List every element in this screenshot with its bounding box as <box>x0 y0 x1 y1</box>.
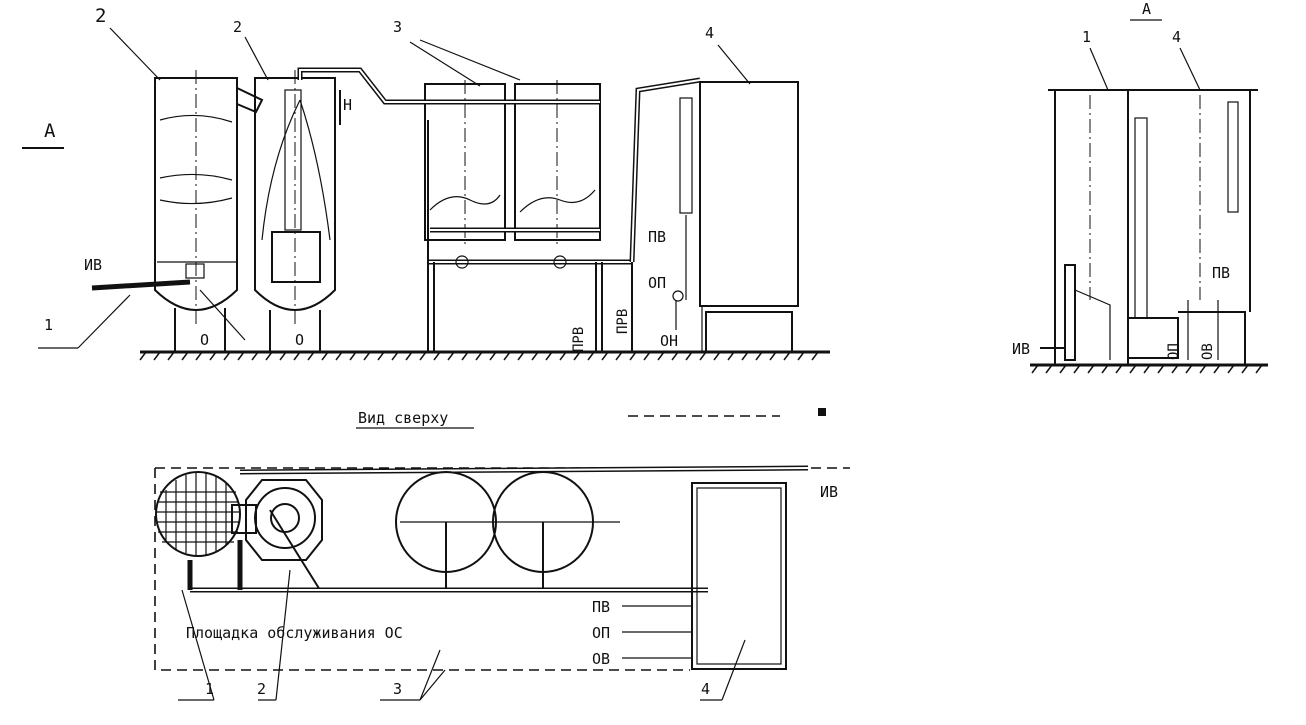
top-label-iv: ИВ <box>820 483 838 501</box>
tank-1 <box>154 70 246 352</box>
top-callout-1: 1 <box>205 680 214 698</box>
top-view-title: Вид сверху <box>358 409 448 427</box>
tank-2 <box>254 70 336 352</box>
top-tank-2 <box>245 479 323 591</box>
label-on: ОН <box>660 332 678 350</box>
view-arrow-label: А <box>44 120 56 142</box>
label-prv-1: ПРВ <box>571 327 587 352</box>
callout-2: 2 <box>233 18 242 36</box>
dot-mark <box>818 408 826 416</box>
top-label-op: ОП <box>592 624 610 642</box>
callout-2-big: 2 <box>95 5 106 27</box>
filters-3 <box>420 80 632 352</box>
top-label-pv: ПВ <box>592 598 610 616</box>
label-pv: ПВ <box>648 228 666 246</box>
riser-pipe <box>629 77 701 352</box>
label-o-left: О <box>200 331 209 349</box>
front-ground <box>139 350 830 361</box>
top-filters-3 <box>395 471 620 590</box>
front-view: 2 2 3 4 А ИВ 1 О О Н ПВ ОП ОН ПРВ ПРВ <box>22 5 830 361</box>
callout-1: 1 <box>44 316 53 334</box>
duct-1-2 <box>236 87 264 114</box>
side-callout-1: 1 <box>1082 28 1091 46</box>
top-pipe <box>297 67 420 125</box>
label-o-right: О <box>295 331 304 349</box>
top-callout-3: 3 <box>393 680 402 698</box>
callout-3: 3 <box>393 18 402 36</box>
label-op: ОП <box>648 274 666 292</box>
top-callout-2: 2 <box>257 680 266 698</box>
top-callout-4: 4 <box>701 680 710 698</box>
label-iv: ИВ <box>84 256 102 274</box>
callout-4: 4 <box>705 24 714 42</box>
top-view: Вид сверху ИВ <box>154 408 850 701</box>
top-label-ov: ОВ <box>592 650 610 668</box>
side-view-title: А <box>1142 0 1151 18</box>
tank-4 <box>699 81 799 353</box>
side-view: А 1 4 ПВ ИВ ОП ОВ <box>1012 0 1268 374</box>
side-callout-4: 4 <box>1172 28 1181 46</box>
side-label-iv: ИВ <box>1012 340 1030 358</box>
label-prv-2: ПРВ <box>615 309 631 334</box>
top-platform-label: Площадка обслуживания ОС <box>186 624 403 642</box>
top-tank-4 <box>691 482 787 670</box>
side-label-pv: ПВ <box>1212 264 1230 282</box>
side-label-op: ОП <box>1166 343 1182 360</box>
label-n: Н <box>343 96 352 114</box>
side-label-ov: ОВ <box>1200 343 1216 360</box>
